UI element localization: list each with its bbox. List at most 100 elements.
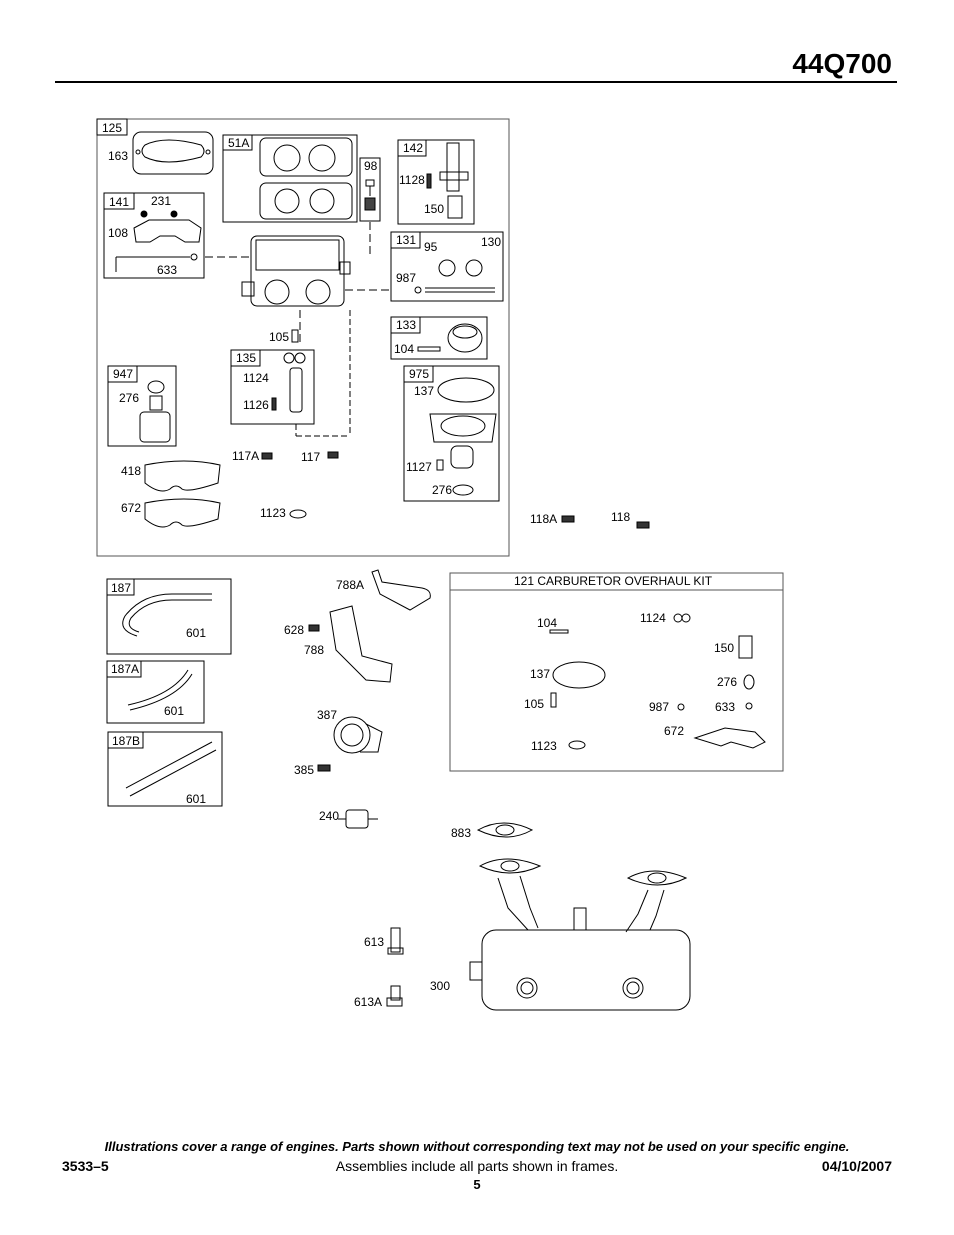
callout-613: 613 xyxy=(364,935,384,949)
frame-947 xyxy=(107,365,177,447)
screw-117-icon xyxy=(327,451,339,459)
frame-142 xyxy=(397,139,475,225)
muffler-300-icon xyxy=(469,858,691,1011)
callout-118: 118 xyxy=(611,510,630,524)
frame-141 xyxy=(103,192,205,279)
callout-601a: 601 xyxy=(186,626,206,640)
frame-label-133: 133 xyxy=(396,318,416,332)
callout-95: 95 xyxy=(424,240,438,254)
screw-98-icon xyxy=(364,179,376,211)
frame-135 xyxy=(230,349,315,425)
kit-title: 121 CARBURETOR OVERHAUL KIT xyxy=(514,574,713,588)
frame-187b xyxy=(107,731,223,807)
frame-98 xyxy=(359,157,381,222)
kit-callout-137: 137 xyxy=(530,667,550,681)
page-number: 5 xyxy=(473,1177,481,1192)
callout-418: 418 xyxy=(121,464,141,478)
callout-150: 150 xyxy=(424,202,444,216)
callout-788a: 788A xyxy=(336,578,364,592)
kit-callout-150: 150 xyxy=(714,641,734,655)
callout-300: 300 xyxy=(430,979,450,993)
fuel-line-187a-icon xyxy=(127,669,193,711)
callout-163: 163 xyxy=(108,149,128,163)
callout-788: 788 xyxy=(304,643,324,657)
gasket-672-icon xyxy=(144,498,221,528)
frame-187a xyxy=(106,660,205,724)
frame-label-98: 98 xyxy=(364,159,378,173)
frame-label-947: 947 xyxy=(113,367,133,381)
carburetor-section-frame xyxy=(96,118,510,557)
screw-118-icon xyxy=(636,521,650,529)
kit-callout-105: 105 xyxy=(524,697,544,711)
callout-276b: 276 xyxy=(432,483,452,497)
frame-131 xyxy=(390,231,504,302)
callout-231: 231 xyxy=(151,194,171,208)
throttle-shaft-131-icon xyxy=(414,259,495,294)
callout-633: 633 xyxy=(157,263,177,277)
fuel-line-187b-icon xyxy=(125,741,217,797)
carburetor-body-icon xyxy=(241,235,351,307)
jet-105-icon xyxy=(291,329,299,343)
frame-187 xyxy=(106,578,232,655)
frame-133 xyxy=(390,316,488,360)
screw-628-icon xyxy=(308,624,320,632)
callout-1126: 1126 xyxy=(243,398,269,412)
screw-117a-icon xyxy=(261,452,273,460)
callout-987: 987 xyxy=(396,271,416,285)
gasket-51a-icon xyxy=(259,137,353,220)
bracket-788-icon xyxy=(329,605,393,683)
callout-117a: 117A xyxy=(232,449,259,463)
callout-601b: 601 xyxy=(164,704,184,718)
frame-label-125: 125 xyxy=(102,121,122,135)
callout-628: 628 xyxy=(284,623,304,637)
kit-callout-633: 633 xyxy=(715,700,735,714)
document-date: 04/10/2007 xyxy=(821,1158,892,1174)
solenoid-947-icon xyxy=(139,380,171,443)
callout-108: 108 xyxy=(108,226,128,240)
frame-label-51a: 51A xyxy=(228,136,249,150)
kit-callout-1124: 1124 xyxy=(640,611,666,625)
callout-130: 130 xyxy=(481,235,501,249)
frame-125 xyxy=(96,118,128,136)
callout-117: 117 xyxy=(301,450,320,464)
bracket-142-icon xyxy=(426,142,469,219)
bolt-613-icon xyxy=(387,927,404,955)
callout-601c: 601 xyxy=(186,792,206,806)
assemblies-note: Assemblies include all parts shown in fr… xyxy=(335,1158,619,1174)
callout-104: 104 xyxy=(394,342,414,356)
bolt-613a-icon xyxy=(386,985,403,1007)
bracket-788a-icon xyxy=(371,569,431,611)
screw-385-icon xyxy=(317,764,331,772)
frame-label-187: 187 xyxy=(111,581,131,595)
callout-1123: 1123 xyxy=(260,506,286,520)
callout-137: 137 xyxy=(414,384,434,398)
callout-387: 387 xyxy=(317,708,337,722)
kit-callout-276: 276 xyxy=(717,675,737,689)
gasket-163-icon xyxy=(132,131,214,175)
callout-1124: 1124 xyxy=(243,371,269,385)
screw-118a-icon xyxy=(561,515,575,523)
gasket-1123-icon xyxy=(289,509,307,519)
gasket-883-icon xyxy=(476,822,534,838)
callout-613a: 613A xyxy=(354,995,382,1009)
fuel-pump-387-icon xyxy=(333,716,383,754)
fuel-filter-240-icon xyxy=(338,809,378,829)
kit-callout-104: 104 xyxy=(537,616,557,630)
model-number: 44Q700 xyxy=(792,48,892,79)
frame-label-187a: 187A xyxy=(111,662,139,676)
callout-240: 240 xyxy=(319,809,339,823)
frame-51a xyxy=(222,134,358,223)
kit-callout-1123: 1123 xyxy=(531,739,557,753)
frame-label-975: 975 xyxy=(409,367,429,381)
callout-385: 385 xyxy=(294,763,314,777)
float-133-icon xyxy=(417,323,483,353)
kit-callout-987: 987 xyxy=(649,700,669,714)
disclaimer: Illustrations cover a range of engines. … xyxy=(104,1139,850,1154)
callout-105: 105 xyxy=(269,330,289,344)
kit-callout-672: 672 xyxy=(664,724,684,738)
callout-672: 672 xyxy=(121,501,141,515)
frame-label-131: 131 xyxy=(396,233,416,247)
frame-975 xyxy=(403,365,500,502)
gasket-418-icon xyxy=(144,460,221,492)
